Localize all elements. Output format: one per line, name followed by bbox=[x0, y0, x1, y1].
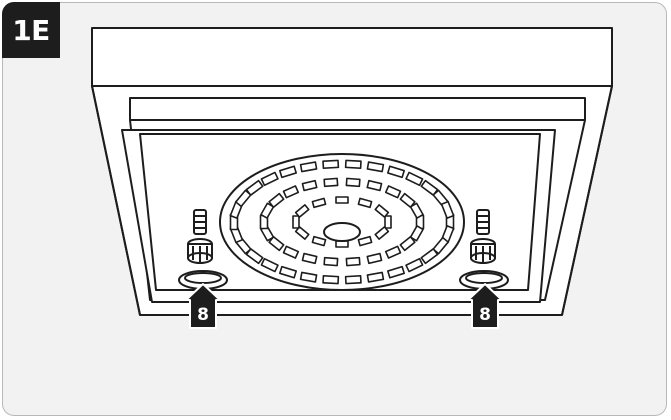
vent-slot bbox=[323, 177, 339, 188]
vent-slot bbox=[387, 265, 405, 279]
callout-arrow-icon bbox=[185, 283, 221, 329]
vent-slots bbox=[229, 159, 455, 285]
right-screw bbox=[476, 209, 490, 235]
vent-slot bbox=[301, 252, 318, 265]
vent-slot bbox=[357, 235, 373, 247]
vent-slot bbox=[357, 197, 373, 209]
vent-slot bbox=[420, 248, 439, 265]
callout-left: 8 bbox=[185, 283, 221, 329]
vent-slot bbox=[366, 252, 383, 265]
vent-slot bbox=[399, 236, 416, 252]
vent-slot bbox=[279, 165, 297, 179]
vent-slot bbox=[268, 236, 285, 252]
vent-slot bbox=[409, 202, 424, 219]
callout-arrow-icon bbox=[467, 283, 503, 329]
vent-slot bbox=[366, 271, 385, 283]
vent-slot bbox=[384, 185, 402, 199]
vent-slot bbox=[282, 185, 300, 199]
callout-right: 8 bbox=[467, 283, 503, 329]
vent-slot bbox=[374, 226, 390, 240]
vent-slot bbox=[405, 171, 424, 187]
vent-slot bbox=[299, 161, 318, 173]
vent-slot bbox=[345, 177, 361, 188]
vent-slot bbox=[322, 274, 340, 285]
vent-slot bbox=[282, 245, 300, 259]
vent-slot bbox=[311, 197, 327, 209]
vent-slot bbox=[322, 159, 340, 170]
left-knurled-nut bbox=[187, 238, 213, 264]
vent-slot bbox=[294, 226, 310, 240]
right-knurled-nut bbox=[470, 238, 496, 264]
vent-slot bbox=[366, 179, 383, 192]
vent-slot bbox=[260, 171, 279, 187]
vent-slot bbox=[294, 204, 310, 218]
vent-slot bbox=[384, 215, 392, 229]
vent-slot bbox=[409, 225, 424, 242]
vent-slot bbox=[311, 235, 327, 247]
vent-slot bbox=[387, 165, 405, 179]
right-keyhole-slot bbox=[459, 270, 509, 290]
vent-slot bbox=[345, 256, 361, 267]
vent-slot bbox=[260, 202, 275, 219]
vent-slot bbox=[374, 204, 390, 218]
vent-slot bbox=[399, 192, 416, 208]
vent-slot bbox=[366, 161, 385, 173]
step-badge: 1E bbox=[2, 2, 60, 58]
vent-slot bbox=[440, 200, 455, 219]
vent-slot bbox=[245, 179, 264, 196]
vent-slot bbox=[405, 257, 424, 273]
vent-slot bbox=[344, 274, 362, 285]
vent-slot bbox=[384, 245, 402, 259]
left-screw bbox=[193, 209, 207, 235]
callout-label-right: 8 bbox=[479, 305, 491, 325]
vent-slot bbox=[301, 179, 318, 192]
center-hole bbox=[323, 222, 361, 242]
vent-slot bbox=[335, 196, 349, 204]
vent-slot bbox=[323, 256, 339, 267]
callout-label-left: 8 bbox=[197, 305, 209, 325]
vent-slot bbox=[279, 265, 297, 279]
vent-slot bbox=[268, 192, 285, 208]
vent-slot bbox=[292, 215, 300, 229]
vent-slot bbox=[260, 257, 279, 273]
vent-slot bbox=[299, 271, 318, 283]
vent-slot bbox=[344, 159, 362, 170]
